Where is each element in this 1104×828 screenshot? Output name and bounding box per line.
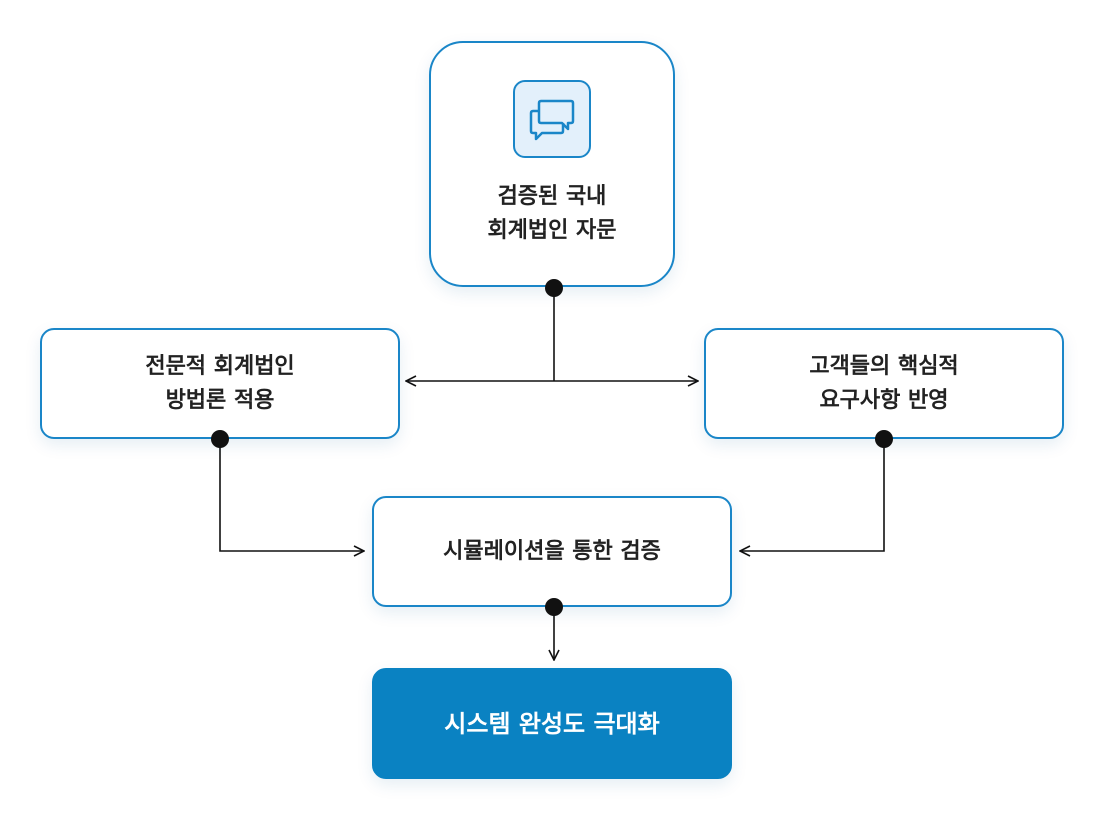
node-right-line1: 고객들의 핵심적 (809, 353, 959, 379)
node-middle-line1: 시뮬레이션을 통한 검증 (443, 538, 661, 564)
connector-right-to-middle (740, 439, 885, 551)
node-top-line1: 검증된 국내 (497, 184, 607, 209)
node-top-line2: 회계법인 자문 (487, 218, 617, 243)
chat-bubbles-icon (513, 80, 591, 158)
node-verified-firm-advice: 검증된 국내 회계법인 자문 (429, 41, 675, 287)
node-customer-requirements: 고객들의 핵심적 요구사항 반영 (704, 328, 1064, 439)
node-left-line2: 방법론 적용 (165, 387, 275, 413)
node-simulation-verification: 시뮬레이션을 통한 검증 (372, 496, 732, 607)
node-right-line2: 요구사항 반영 (819, 387, 949, 413)
connector-left-to-middle (219, 439, 364, 551)
node-system-completeness: 시스템 완성도 극대화 (372, 668, 732, 779)
node-professional-methodology: 전문적 회계법인 방법론 적용 (40, 328, 400, 439)
node-left-line1: 전문적 회계법인 (145, 353, 295, 379)
node-final-line1: 시스템 완성도 극대화 (444, 709, 660, 738)
